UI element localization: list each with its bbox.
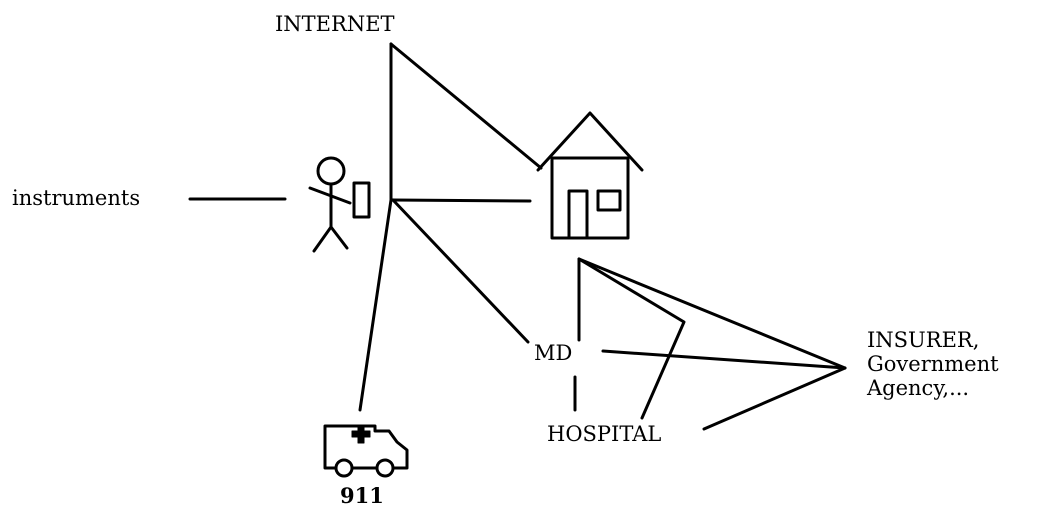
insurer-line-2: Government <box>867 352 999 376</box>
person-icon <box>308 156 371 253</box>
hospital-label: HOSPITAL <box>547 422 662 446</box>
internet-label: INTERNET <box>275 12 395 36</box>
link-hub-ambulance <box>358 198 393 412</box>
insurer-line-3: Agency,... <box>867 376 970 400</box>
link-house-hospital-bend <box>577 257 686 420</box>
emergency-911-label: 911 <box>340 483 384 508</box>
link-internet-house <box>389 42 543 170</box>
md-label: MD <box>534 341 573 365</box>
link-hub-house <box>391 198 532 203</box>
link-house-insurer <box>577 257 847 370</box>
insurer-line-1: INSURER, <box>867 328 980 352</box>
link-hospital-insurer <box>702 366 847 431</box>
instruments-label: instruments <box>12 186 141 210</box>
link-md-insurer <box>601 349 847 370</box>
ambulance-icon <box>323 424 409 478</box>
link-hub-md <box>391 198 530 344</box>
insurer-label: INSURER, Government Agency,... <box>867 328 999 400</box>
house-icon <box>536 111 644 240</box>
